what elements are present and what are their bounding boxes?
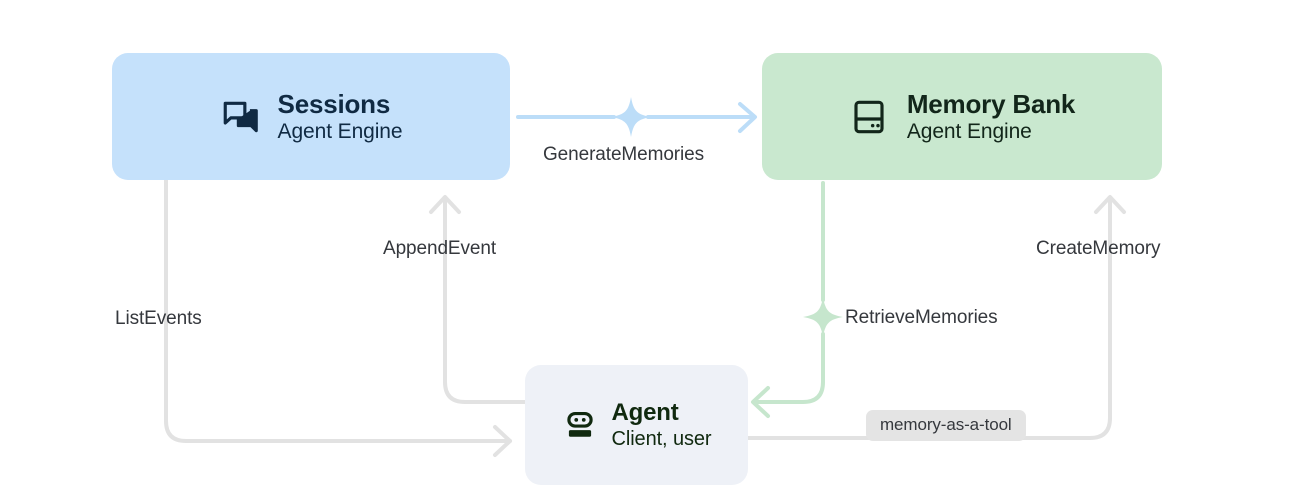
edge-create-memory (746, 195, 1126, 440)
arrowhead-generate-memories (738, 102, 757, 133)
sparkle-icon (803, 297, 843, 337)
memory-as-a-tool-chip: memory-as-a-tool (866, 410, 1026, 441)
edge-list-events (164, 178, 512, 457)
node-sessions-title: Sessions (277, 88, 391, 119)
arrowhead-append-event (429, 195, 461, 214)
arrowhead-retrieve-memories (751, 386, 770, 418)
arrowhead-list-events (493, 425, 512, 457)
node-agent-title: Agent (611, 398, 679, 426)
edge-label-append-event: AppendEvent (383, 238, 496, 259)
node-memory-bank-subtitle: Agent Engine (906, 119, 1032, 143)
edge-generate-memories (516, 97, 757, 137)
edge-label-generate-memories: GenerateMemories (543, 144, 705, 165)
node-sessions-subtitle: Agent Engine (277, 119, 403, 143)
robot-icon (562, 407, 598, 443)
edge-label-list-events: ListEvents (115, 308, 202, 329)
node-agent[interactable]: Agent Client, user (525, 365, 748, 485)
chat-bubbles-icon (220, 96, 262, 138)
database-drive-icon (849, 97, 889, 137)
sparkle-icon (611, 97, 651, 137)
edge-retrieve-memories (751, 181, 843, 418)
edge-append-event (429, 195, 527, 404)
edge-label-create-memory: CreateMemory (1036, 238, 1161, 259)
node-sessions[interactable]: Sessions Agent Engine (112, 53, 510, 180)
node-memory-bank[interactable]: Memory Bank Agent Engine (762, 53, 1162, 180)
node-memory-bank-title: Memory Bank (906, 88, 1076, 119)
arrowhead-create-memory (1094, 195, 1126, 214)
edge-label-retrieve-memories: RetrieveMemories (845, 307, 998, 328)
node-agent-subtitle: Client, user (611, 427, 712, 450)
